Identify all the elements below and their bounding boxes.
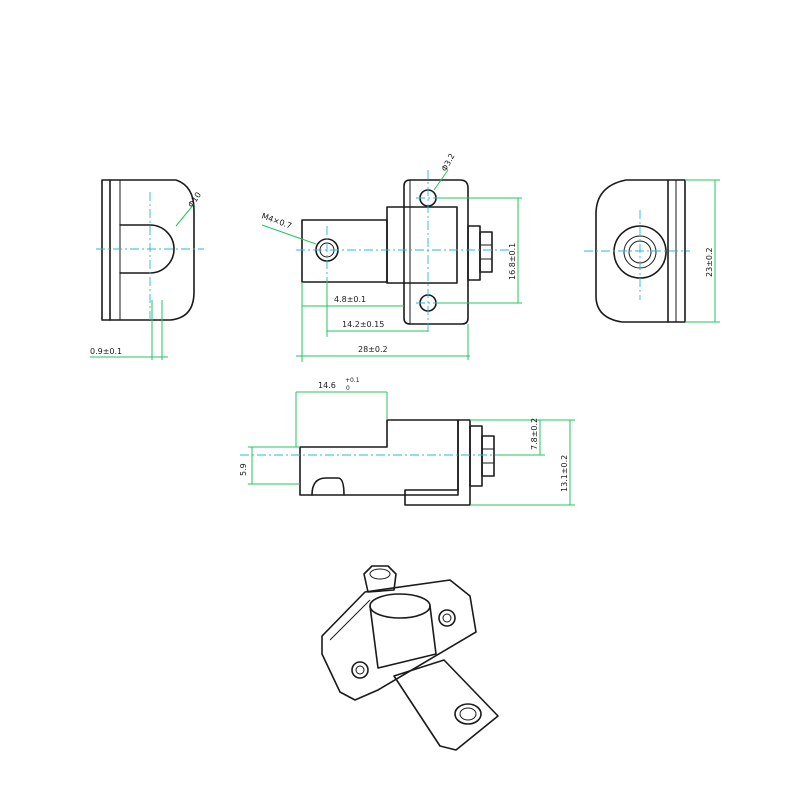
section-view	[240, 419, 520, 506]
dim-16-8: 16.8±0.1	[508, 243, 517, 280]
dim-phi10: Φ10	[186, 190, 203, 209]
dim-5-9: 5.9	[239, 463, 248, 476]
dim-23: 23±0.2	[705, 247, 714, 277]
left-side-view	[96, 179, 204, 321]
dim-tol-lower: 0	[346, 385, 350, 392]
dim-14-2: 14.2±0.15	[342, 320, 384, 329]
dim-phi3-2: Φ3.2	[440, 152, 457, 173]
dim-13-1: 13.1±0.2	[560, 455, 569, 492]
front-view	[296, 170, 510, 340]
section-view-dimensions: 14.6 +0.1 0 5.9 7.8±0.2 13.1±0.2	[239, 377, 575, 506]
isometric-view	[321, 565, 499, 751]
right-side-view	[584, 179, 690, 323]
dim-4-8: 4.8±0.1	[334, 295, 366, 304]
front-view-dimensions: M4×0.7 Φ3.2 4.8±0.1 14.2±0.15 28±0.2 16.…	[260, 152, 522, 362]
right-view-dimensions: 23±0.2	[685, 179, 720, 323]
dim-7-8: 7.8±0.2	[530, 418, 539, 450]
dim-28: 28±0.2	[358, 345, 388, 354]
dim-m4: M4×0.7	[260, 211, 293, 230]
dim-0-9: 0.9±0.1	[90, 347, 122, 356]
dim-14-6: 14.6	[318, 381, 336, 390]
dim-tol-upper: +0.1	[345, 377, 360, 384]
left-view-dimensions: Φ10 0.9±0.1	[90, 190, 203, 360]
